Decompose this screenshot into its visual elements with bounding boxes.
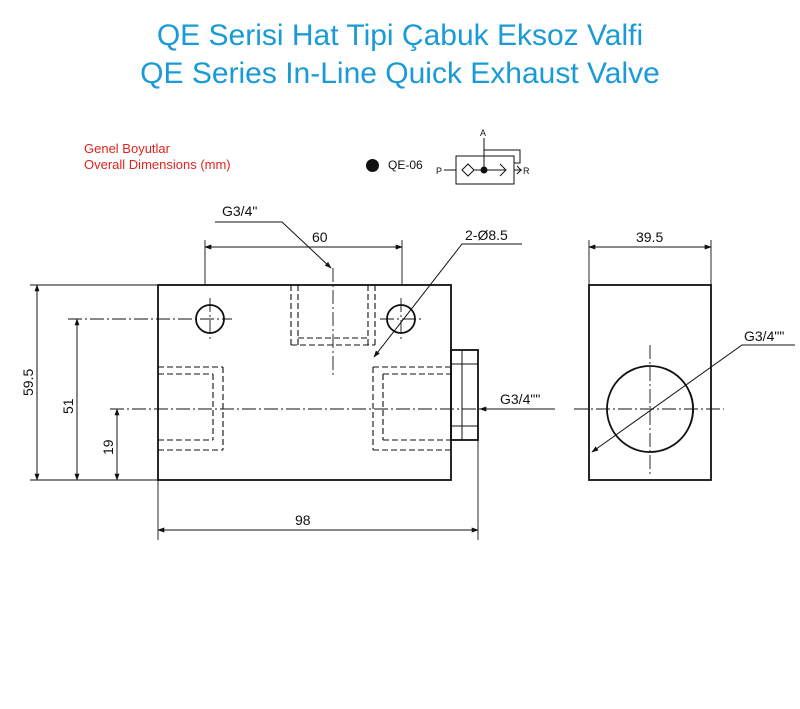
dimension-lines <box>34 244 479 533</box>
symbol-port-r: R <box>523 166 530 176</box>
side-port-label: G3/4"" <box>500 391 540 407</box>
length-label: 98 <box>295 512 311 528</box>
side-view <box>574 240 795 481</box>
model-indicator: QE-06 <box>366 158 423 172</box>
model-code: QE-06 <box>388 158 423 172</box>
leader-lines <box>215 221 555 412</box>
hidden-lines <box>158 285 451 451</box>
side-width-label: 39.5 <box>636 229 663 245</box>
dimensions-label-english: Overall Dimensions (mm) <box>84 157 231 172</box>
side-port-label-side: G3/4"" <box>744 328 784 344</box>
front-view <box>30 221 555 540</box>
hole-spacing-label: 60 <box>312 229 328 245</box>
hole-height-label: 51 <box>60 398 76 414</box>
dimensions-label-turkish: Genel Boyutlar <box>84 141 170 156</box>
symbol-port-a: A <box>480 128 486 138</box>
symbol-port-p: P <box>436 166 442 176</box>
hole-size-label: 2-Ø8.5 <box>465 227 508 243</box>
center-lines <box>68 268 490 410</box>
valve-body-side <box>588 284 712 481</box>
title-turkish: QE Serisi Hat Tipi Çabuk Eksoz Valfi <box>156 19 644 52</box>
bullet-icon <box>366 158 379 172</box>
title-english: QE Series In-Line Quick Exhaust Valve <box>140 57 660 90</box>
valve-symbol <box>444 138 522 185</box>
top-port-label: G3/4" <box>222 203 257 219</box>
port-height-label: 19 <box>100 439 116 455</box>
height-label: 59.5 <box>20 369 36 396</box>
side-port-boss <box>450 349 479 441</box>
